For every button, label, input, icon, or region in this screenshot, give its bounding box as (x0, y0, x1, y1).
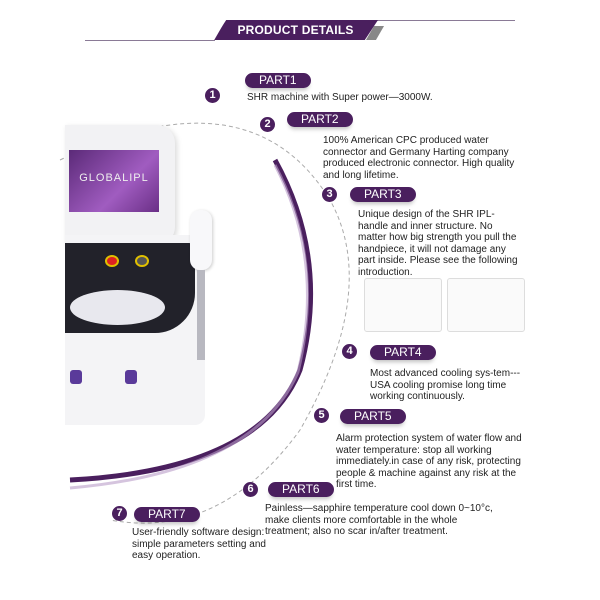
part-2-label: PART2 (287, 112, 353, 127)
part-4-text: Most advanced cooling sys-tem---USA cool… (370, 368, 521, 402)
header-rule-right (375, 20, 515, 21)
hose (197, 270, 205, 360)
part-2-number: 2 (260, 117, 275, 132)
part-2-text: 100% American CPC produced water connect… (323, 135, 515, 181)
machine-window (70, 290, 165, 325)
part-1-label: PART1 (245, 73, 311, 88)
part-7-text: User-friendly software design: simple pa… (132, 527, 266, 561)
part-7-number: 7 (112, 506, 127, 521)
water-connector-left (70, 370, 82, 384)
part-6-number: 6 (243, 482, 258, 497)
part-7-label: PART7 (134, 507, 200, 522)
handpiece-thumbnail (364, 278, 442, 332)
header-banner (213, 20, 378, 40)
machine-screen (69, 150, 159, 212)
grey-button-icon (135, 255, 149, 267)
part-3-text: Unique design of the SHR IPL-handle and … (358, 209, 518, 278)
part-3-number: 3 (322, 187, 337, 202)
part-1-text: SHR machine with Super power—3000W. (247, 92, 433, 103)
header-rule-left (85, 40, 215, 41)
part-4-number: 4 (342, 344, 357, 359)
handpiece-head-thumbnail (447, 278, 525, 332)
page-title: PRODUCT DETAILS (237, 23, 354, 37)
handpiece (190, 210, 212, 270)
red-button-icon (105, 255, 119, 267)
part-5-label: PART5 (340, 409, 406, 424)
part-6-label: PART6 (268, 482, 334, 497)
part-1-number: 1 (205, 88, 220, 103)
machine-image: GLOBALIPL (65, 125, 295, 425)
water-connector-right (125, 370, 137, 384)
machine-brand-label: GLOBALIPL (79, 172, 149, 184)
part-4-label: PART4 (370, 345, 436, 360)
part-5-number: 5 (314, 408, 329, 423)
part-6-text: Painless—sapphire temperature cool down … (265, 503, 493, 537)
part-5-text: Alarm protection system of water flow an… (336, 433, 522, 490)
part-3-label: PART3 (350, 187, 416, 202)
